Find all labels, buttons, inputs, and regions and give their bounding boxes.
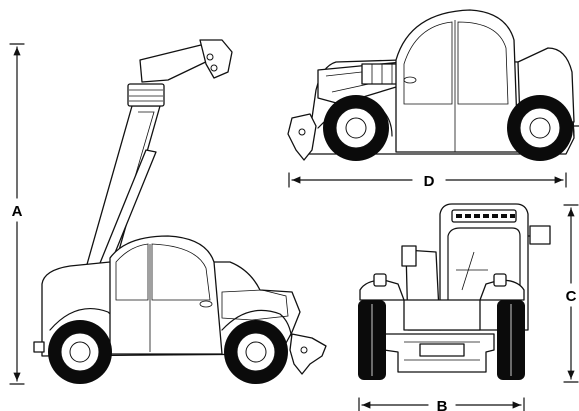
cab-top-window-rear	[457, 21, 509, 105]
cab-door-handle	[199, 300, 213, 308]
dimension-d-label: D	[424, 173, 435, 190]
boom-head	[139, 43, 215, 83]
cab-window-front	[115, 243, 149, 301]
front-view-wheel-left	[358, 300, 386, 380]
front-view	[358, 203, 551, 380]
dimension-a-label: A	[12, 203, 23, 220]
front-light-right	[493, 273, 507, 287]
side-mirror	[529, 225, 551, 245]
front-view-wheel-right	[497, 300, 525, 380]
front-fork	[289, 333, 327, 375]
cab-window-door	[151, 243, 211, 301]
cab	[109, 235, 223, 355]
side-view-boom-lowered	[287, 9, 579, 161]
dimension-d: D	[288, 172, 567, 190]
front-light-left	[373, 273, 387, 287]
front-chassis	[359, 279, 525, 331]
cab-top-window-front	[403, 21, 453, 105]
dimension-c-label: C	[566, 288, 577, 305]
attachment-pin	[210, 64, 218, 72]
engine-cover	[221, 289, 289, 321]
attachment-pin	[206, 53, 214, 61]
fork-pin	[300, 346, 308, 354]
cab-top	[395, 9, 519, 153]
front-wheel-top	[323, 95, 389, 161]
wiper	[456, 251, 488, 291]
front-wheel	[224, 320, 288, 384]
roof-light-strip	[451, 209, 517, 223]
side-view-boom-raised	[33, 39, 327, 384]
carriage-plate	[419, 343, 465, 357]
rear-wheel-top	[507, 95, 573, 161]
fork-top-pin	[298, 128, 306, 136]
rear-wheel	[48, 320, 112, 384]
tow-hitch	[33, 341, 45, 353]
rear-mudguard	[221, 309, 293, 341]
dimension-b: B	[358, 397, 525, 411]
cab-top-door-handle	[403, 76, 417, 84]
front-windshield	[447, 227, 521, 327]
dimension-c: C	[563, 204, 579, 383]
front-fork-top	[287, 113, 317, 161]
attachment-carriage	[199, 39, 233, 79]
boom-front-head	[401, 245, 417, 267]
boom-collar	[127, 83, 165, 107]
dimension-b-label: B	[437, 398, 448, 411]
dimension-a: A	[9, 43, 25, 385]
